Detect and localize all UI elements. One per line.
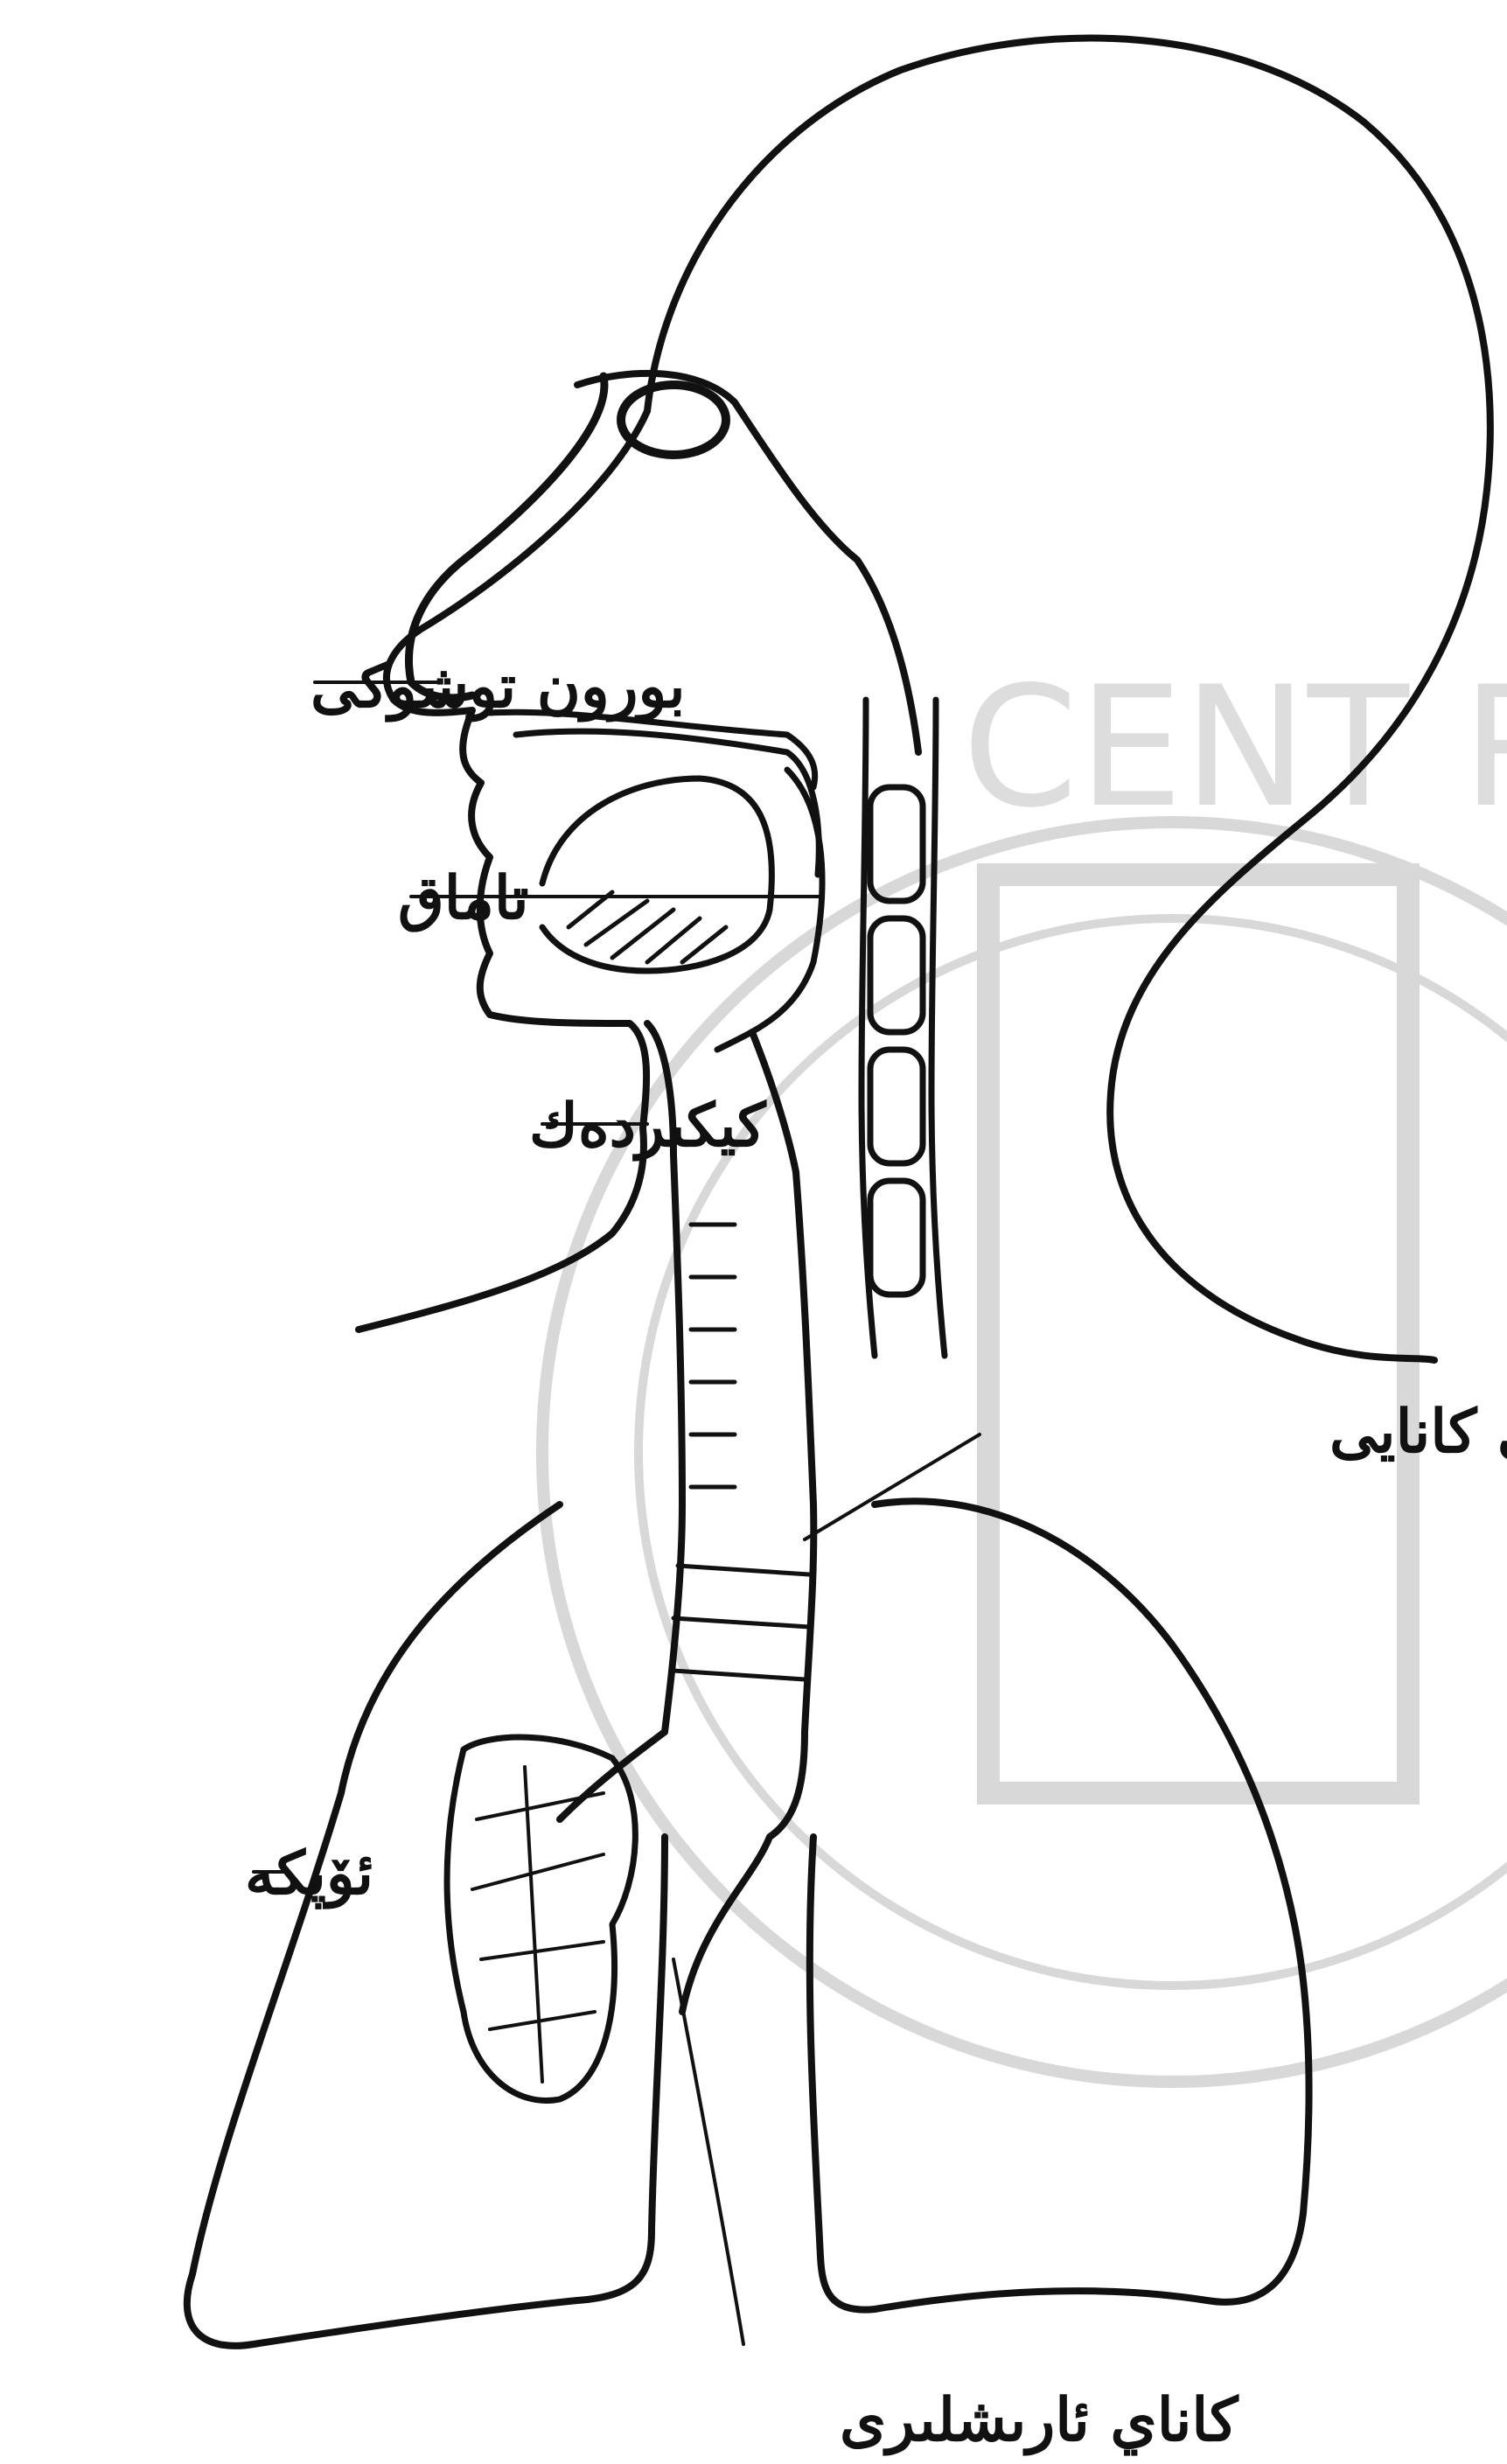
tongue-hatching	[569, 892, 726, 962]
trachea-left-wall	[665, 1155, 682, 1732]
vertebra	[870, 1181, 923, 1295]
trachea-rings	[673, 1225, 809, 1679]
label-palate: تاماق	[398, 863, 529, 933]
library-stamp-watermark: CENT RO	[542, 651, 1507, 2082]
label-trachea: مەركىزى كانايى	[1329, 1397, 1507, 1468]
vertebra	[870, 1050, 923, 1163]
leader-trachea	[805, 1434, 980, 1539]
tongue	[542, 778, 771, 971]
label-bronchi: كاناي ئارىشلىرى	[840, 2385, 1239, 2457]
spine-back	[931, 700, 945, 1356]
nasal-bone	[409, 376, 604, 698]
bronchi	[560, 1732, 805, 2012]
vertebra	[870, 918, 923, 1032]
stamp-seal-block	[988, 875, 1408, 1793]
sinus	[621, 385, 726, 455]
label-larynx: كيكىردەك	[529, 1091, 767, 1162]
label-nasal-cavity: بورون توشوكى	[310, 652, 686, 722]
lung-left-side	[187, 1504, 665, 2346]
label-lung: ئۆپكە	[245, 1839, 373, 1909]
trachea-right-wall	[796, 1172, 813, 1732]
bronchus-pointer	[673, 1959, 743, 2344]
lung-left-veins	[472, 1767, 603, 2082]
